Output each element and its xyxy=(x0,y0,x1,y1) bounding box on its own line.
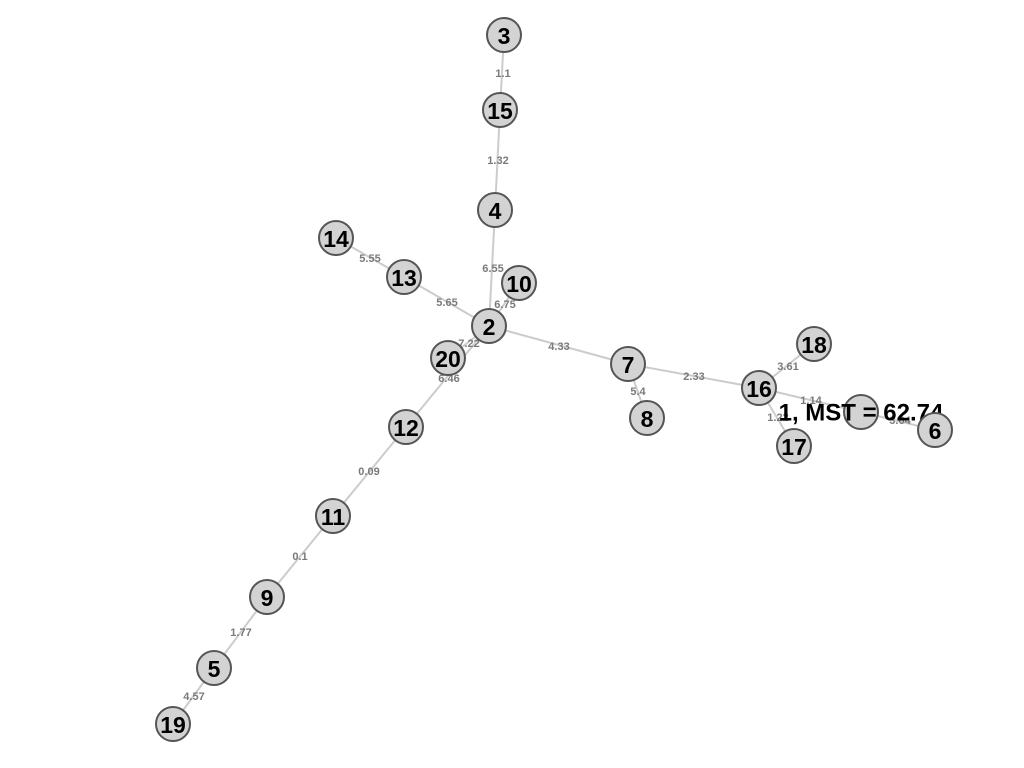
edge-weight-label: 2.33 xyxy=(683,371,704,383)
edge-weight-label: 3.61 xyxy=(777,361,798,373)
edge-weight-label: 5.65 xyxy=(436,297,457,309)
node-label: 20 xyxy=(435,346,461,372)
node-8[interactable]: 8 xyxy=(629,400,665,436)
node-label: 17 xyxy=(781,434,807,460)
node-label: 3 xyxy=(498,23,511,49)
node-label: 16 xyxy=(746,376,772,402)
node-3[interactable]: 3 xyxy=(486,17,522,53)
node-circle xyxy=(776,428,812,464)
edge-weight-label: 4.57 xyxy=(183,691,204,703)
edge-weight-label: 5.4 xyxy=(630,386,646,398)
node-circle xyxy=(249,579,285,615)
node-16[interactable]: 16 xyxy=(741,370,777,406)
node-6[interactable]: 6 xyxy=(917,412,953,448)
nodes-layer: 1, MST = 62.74 2 3 4 5 6 7 8 9 10 11 12 13 14 15 16 17 18… xyxy=(155,17,953,742)
edge-2-7 xyxy=(488,325,629,365)
node-11[interactable]: 11 xyxy=(315,498,351,534)
edge-weight-label: 6.55 xyxy=(482,263,503,275)
node-label: 19 xyxy=(160,712,186,738)
node-circle xyxy=(486,17,522,53)
edge-weight-label: 3.64 xyxy=(889,415,911,427)
node-circle xyxy=(741,370,777,406)
edge-labels-layer: 1.1 1.32 6.55 5.55 5.65 6.75 7.22 6.46 4.33 5.4 2.… xyxy=(183,68,911,703)
node-circle xyxy=(477,192,513,228)
node-circle xyxy=(155,706,191,742)
edge-weight-label: 1.77 xyxy=(230,627,251,639)
edge-weight-label: 7.22 xyxy=(458,338,479,350)
node-circle xyxy=(917,412,953,448)
node-circle xyxy=(315,498,351,534)
node-circle xyxy=(471,308,507,344)
node-label: 18 xyxy=(801,332,827,358)
mst-total-label: 1, MST = 62.74 xyxy=(779,400,944,427)
node-label: 15 xyxy=(487,98,513,124)
node-12[interactable]: 12 xyxy=(388,409,424,445)
node-label: 8 xyxy=(641,406,654,432)
node-4[interactable]: 4 xyxy=(477,192,513,228)
edges-layer xyxy=(172,34,936,725)
node-15[interactable]: 15 xyxy=(482,92,518,128)
edge-2-12 xyxy=(405,325,490,428)
node-circle xyxy=(501,265,537,301)
node-13[interactable]: 13 xyxy=(386,259,422,295)
edge-weight-label: 0.09 xyxy=(358,466,379,478)
node-14[interactable]: 14 xyxy=(318,220,354,256)
node-circle xyxy=(388,409,424,445)
node-circle xyxy=(386,259,422,295)
edge-weight-label: 6.75 xyxy=(494,299,515,311)
edge-weight-label: 5.55 xyxy=(359,253,380,265)
node-5[interactable]: 5 xyxy=(196,650,232,686)
node-label: 11 xyxy=(321,504,346,530)
edge-weight-label: 1.14 xyxy=(800,395,822,407)
edge-weight-label: 1.1 xyxy=(495,68,510,80)
edge-12-11 xyxy=(332,426,407,517)
node-label: 9 xyxy=(261,585,274,611)
node-label: 6 xyxy=(929,418,942,444)
edge-weight-label: 1.32 xyxy=(487,155,508,167)
node-circle xyxy=(318,220,354,256)
edge-4-2 xyxy=(488,209,496,327)
node-circle xyxy=(430,340,466,376)
node-label: 12 xyxy=(393,415,419,441)
node-circle xyxy=(843,394,879,430)
edge-7-16 xyxy=(627,363,760,389)
edge-weight-label: 1.22 xyxy=(767,412,788,424)
node-circle xyxy=(196,650,232,686)
node-19[interactable]: 19 xyxy=(155,706,191,742)
node-1[interactable]: 1, MST = 62.74 xyxy=(779,394,944,430)
node-20[interactable]: 20 xyxy=(430,340,466,376)
node-17[interactable]: 17 xyxy=(776,428,812,464)
node-10[interactable]: 10 xyxy=(501,265,537,301)
node-circle xyxy=(796,326,832,362)
edge-weight-label: 4.33 xyxy=(548,341,569,353)
edge-weight-label: 0.1 xyxy=(292,551,307,563)
node-label: 13 xyxy=(391,265,417,291)
node-label: 7 xyxy=(622,352,635,378)
node-circle xyxy=(482,92,518,128)
node-18[interactable]: 18 xyxy=(796,326,832,362)
node-label: 5 xyxy=(208,656,221,682)
node-label: 4 xyxy=(489,198,502,224)
node-circle xyxy=(610,346,646,382)
node-7[interactable]: 7 xyxy=(610,346,646,382)
node-label: 2 xyxy=(483,314,496,340)
edge-weight-label: 6.46 xyxy=(438,373,459,385)
node-circle xyxy=(629,400,665,436)
node-9[interactable]: 9 xyxy=(249,579,285,615)
node-label: 10 xyxy=(506,271,532,297)
node-label: 14 xyxy=(323,226,349,252)
node-2[interactable]: 2 xyxy=(471,308,507,344)
